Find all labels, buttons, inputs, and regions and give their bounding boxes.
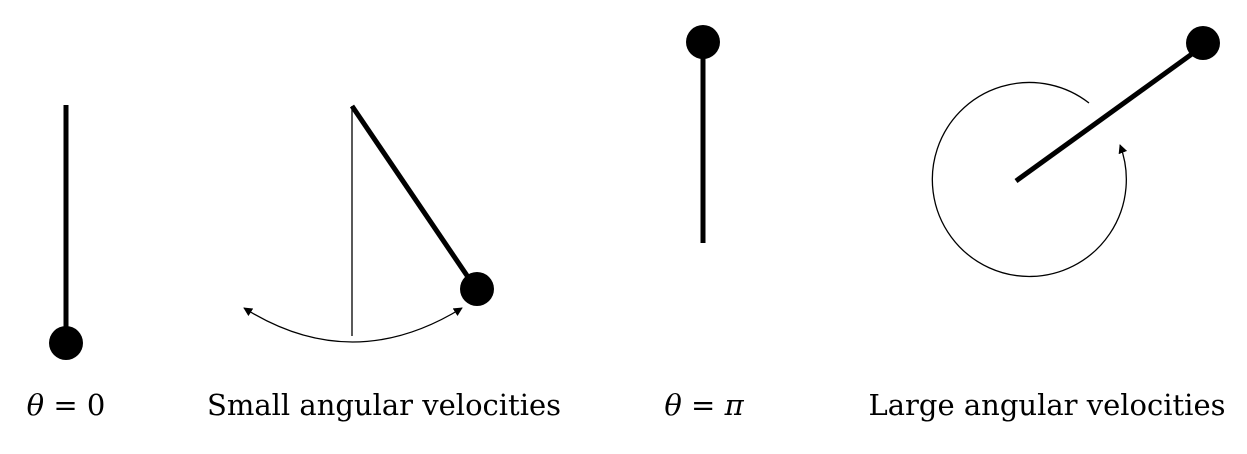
pendulum-bob: [460, 272, 494, 306]
pendulum-rod: [1014, 48, 1198, 184]
pendulum-bob: [686, 25, 720, 59]
pendulum-bob: [49, 326, 83, 360]
panel-large-rotation: [931, 26, 1220, 278]
panel-rest: [49, 105, 83, 360]
caption-value: 0: [86, 388, 106, 422]
caption-rest: θ = 0: [27, 388, 106, 422]
caption-equals: =: [681, 388, 725, 422]
panel-small-oscillation: [243, 104, 494, 343]
pendulum-rod: [349, 104, 473, 282]
caption-theta-symbol: θ: [26, 388, 45, 422]
caption-small: Small angular velocities: [206, 388, 562, 422]
rotation-arrow: [931, 81, 1128, 278]
swing-arc-arrow: [243, 307, 463, 343]
caption-equals: =: [44, 388, 87, 422]
caption-large: Large angular velocities: [868, 388, 1226, 422]
pendulum-bob: [1186, 26, 1220, 60]
panel-inverted: [686, 25, 720, 243]
caption-value: π: [724, 388, 744, 422]
caption-theta-symbol: θ: [664, 388, 682, 422]
caption-inverted: θ = π: [664, 388, 743, 422]
